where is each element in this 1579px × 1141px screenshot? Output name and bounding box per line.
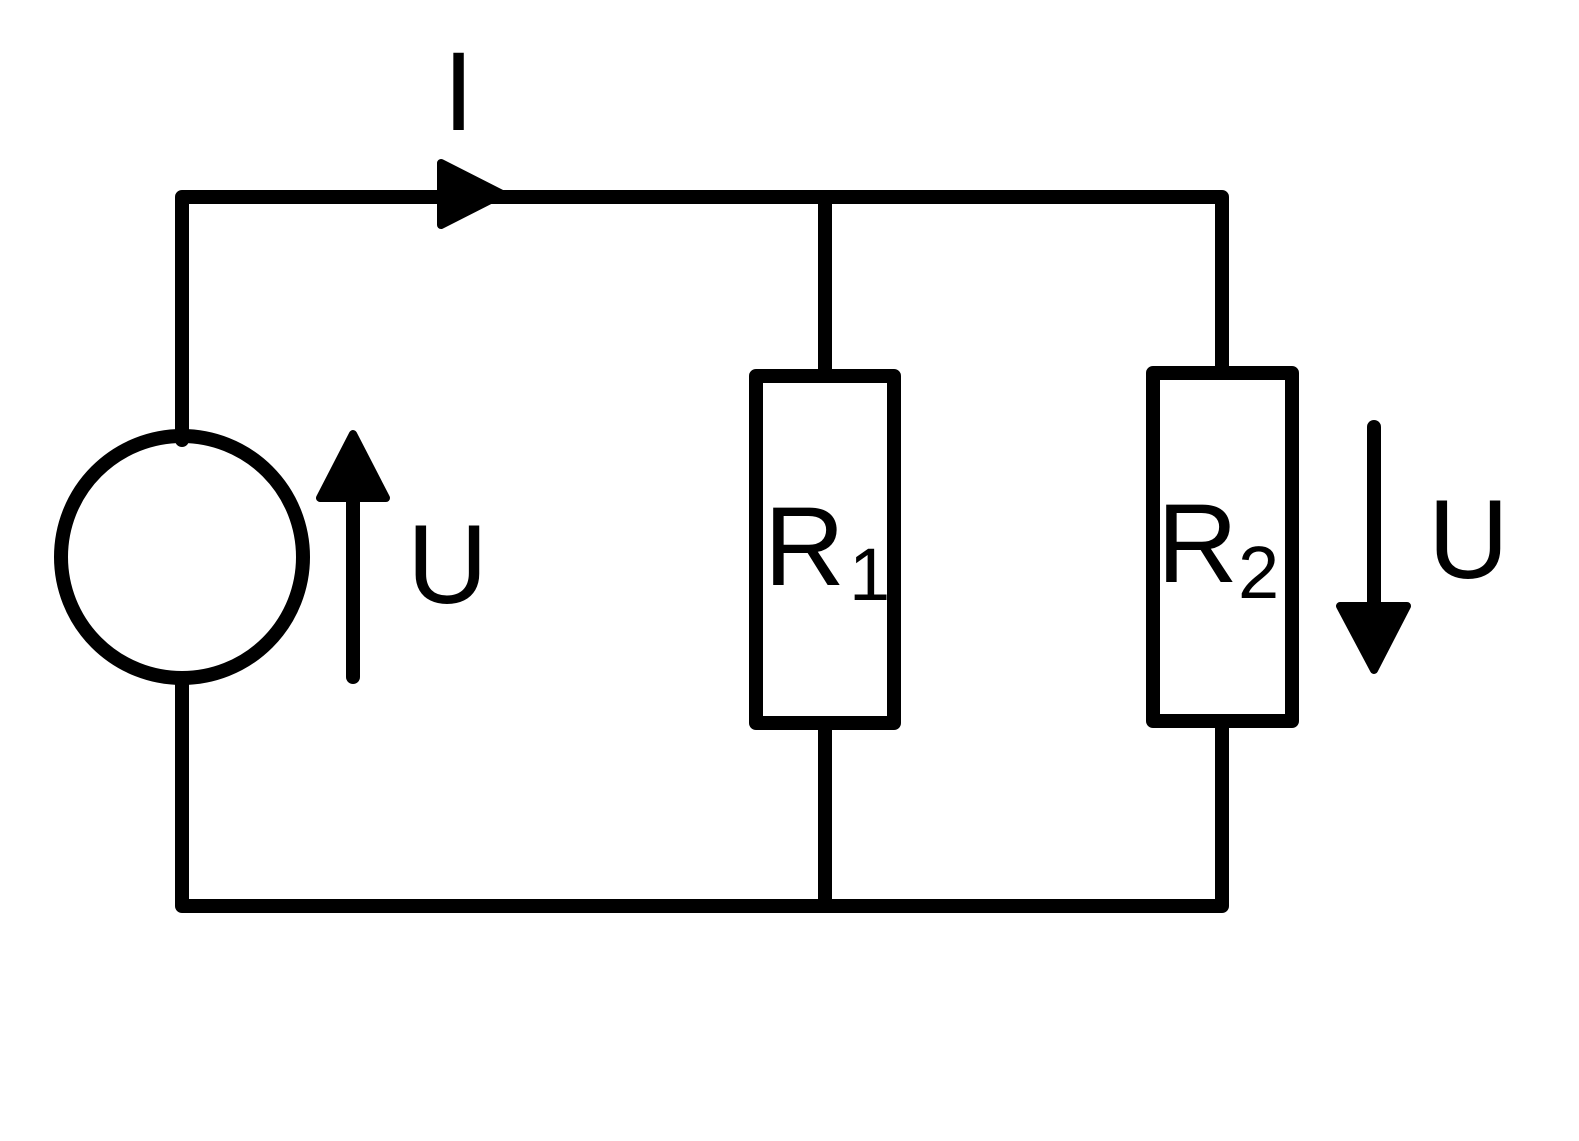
source-voltage-label: U (407, 502, 488, 627)
wire-bottom (175, 673, 1229, 913)
r2-voltage-label: U (1428, 477, 1509, 602)
resistor-r1 (749, 369, 901, 730)
resistor-r2 (1146, 366, 1299, 728)
wire-top (175, 190, 1229, 447)
r2-voltage-arrowhead-icon (1336, 602, 1411, 674)
current-label: I (443, 29, 474, 154)
r1-subscript: 1 (849, 533, 890, 616)
source-voltage-arrowhead-icon (316, 430, 390, 502)
voltage-source-icon (54, 429, 310, 685)
r2-subscript: 2 (1238, 531, 1279, 614)
current-arrow-icon (437, 159, 506, 229)
r2-label: R (1157, 481, 1238, 606)
r1-label: R (764, 484, 845, 609)
